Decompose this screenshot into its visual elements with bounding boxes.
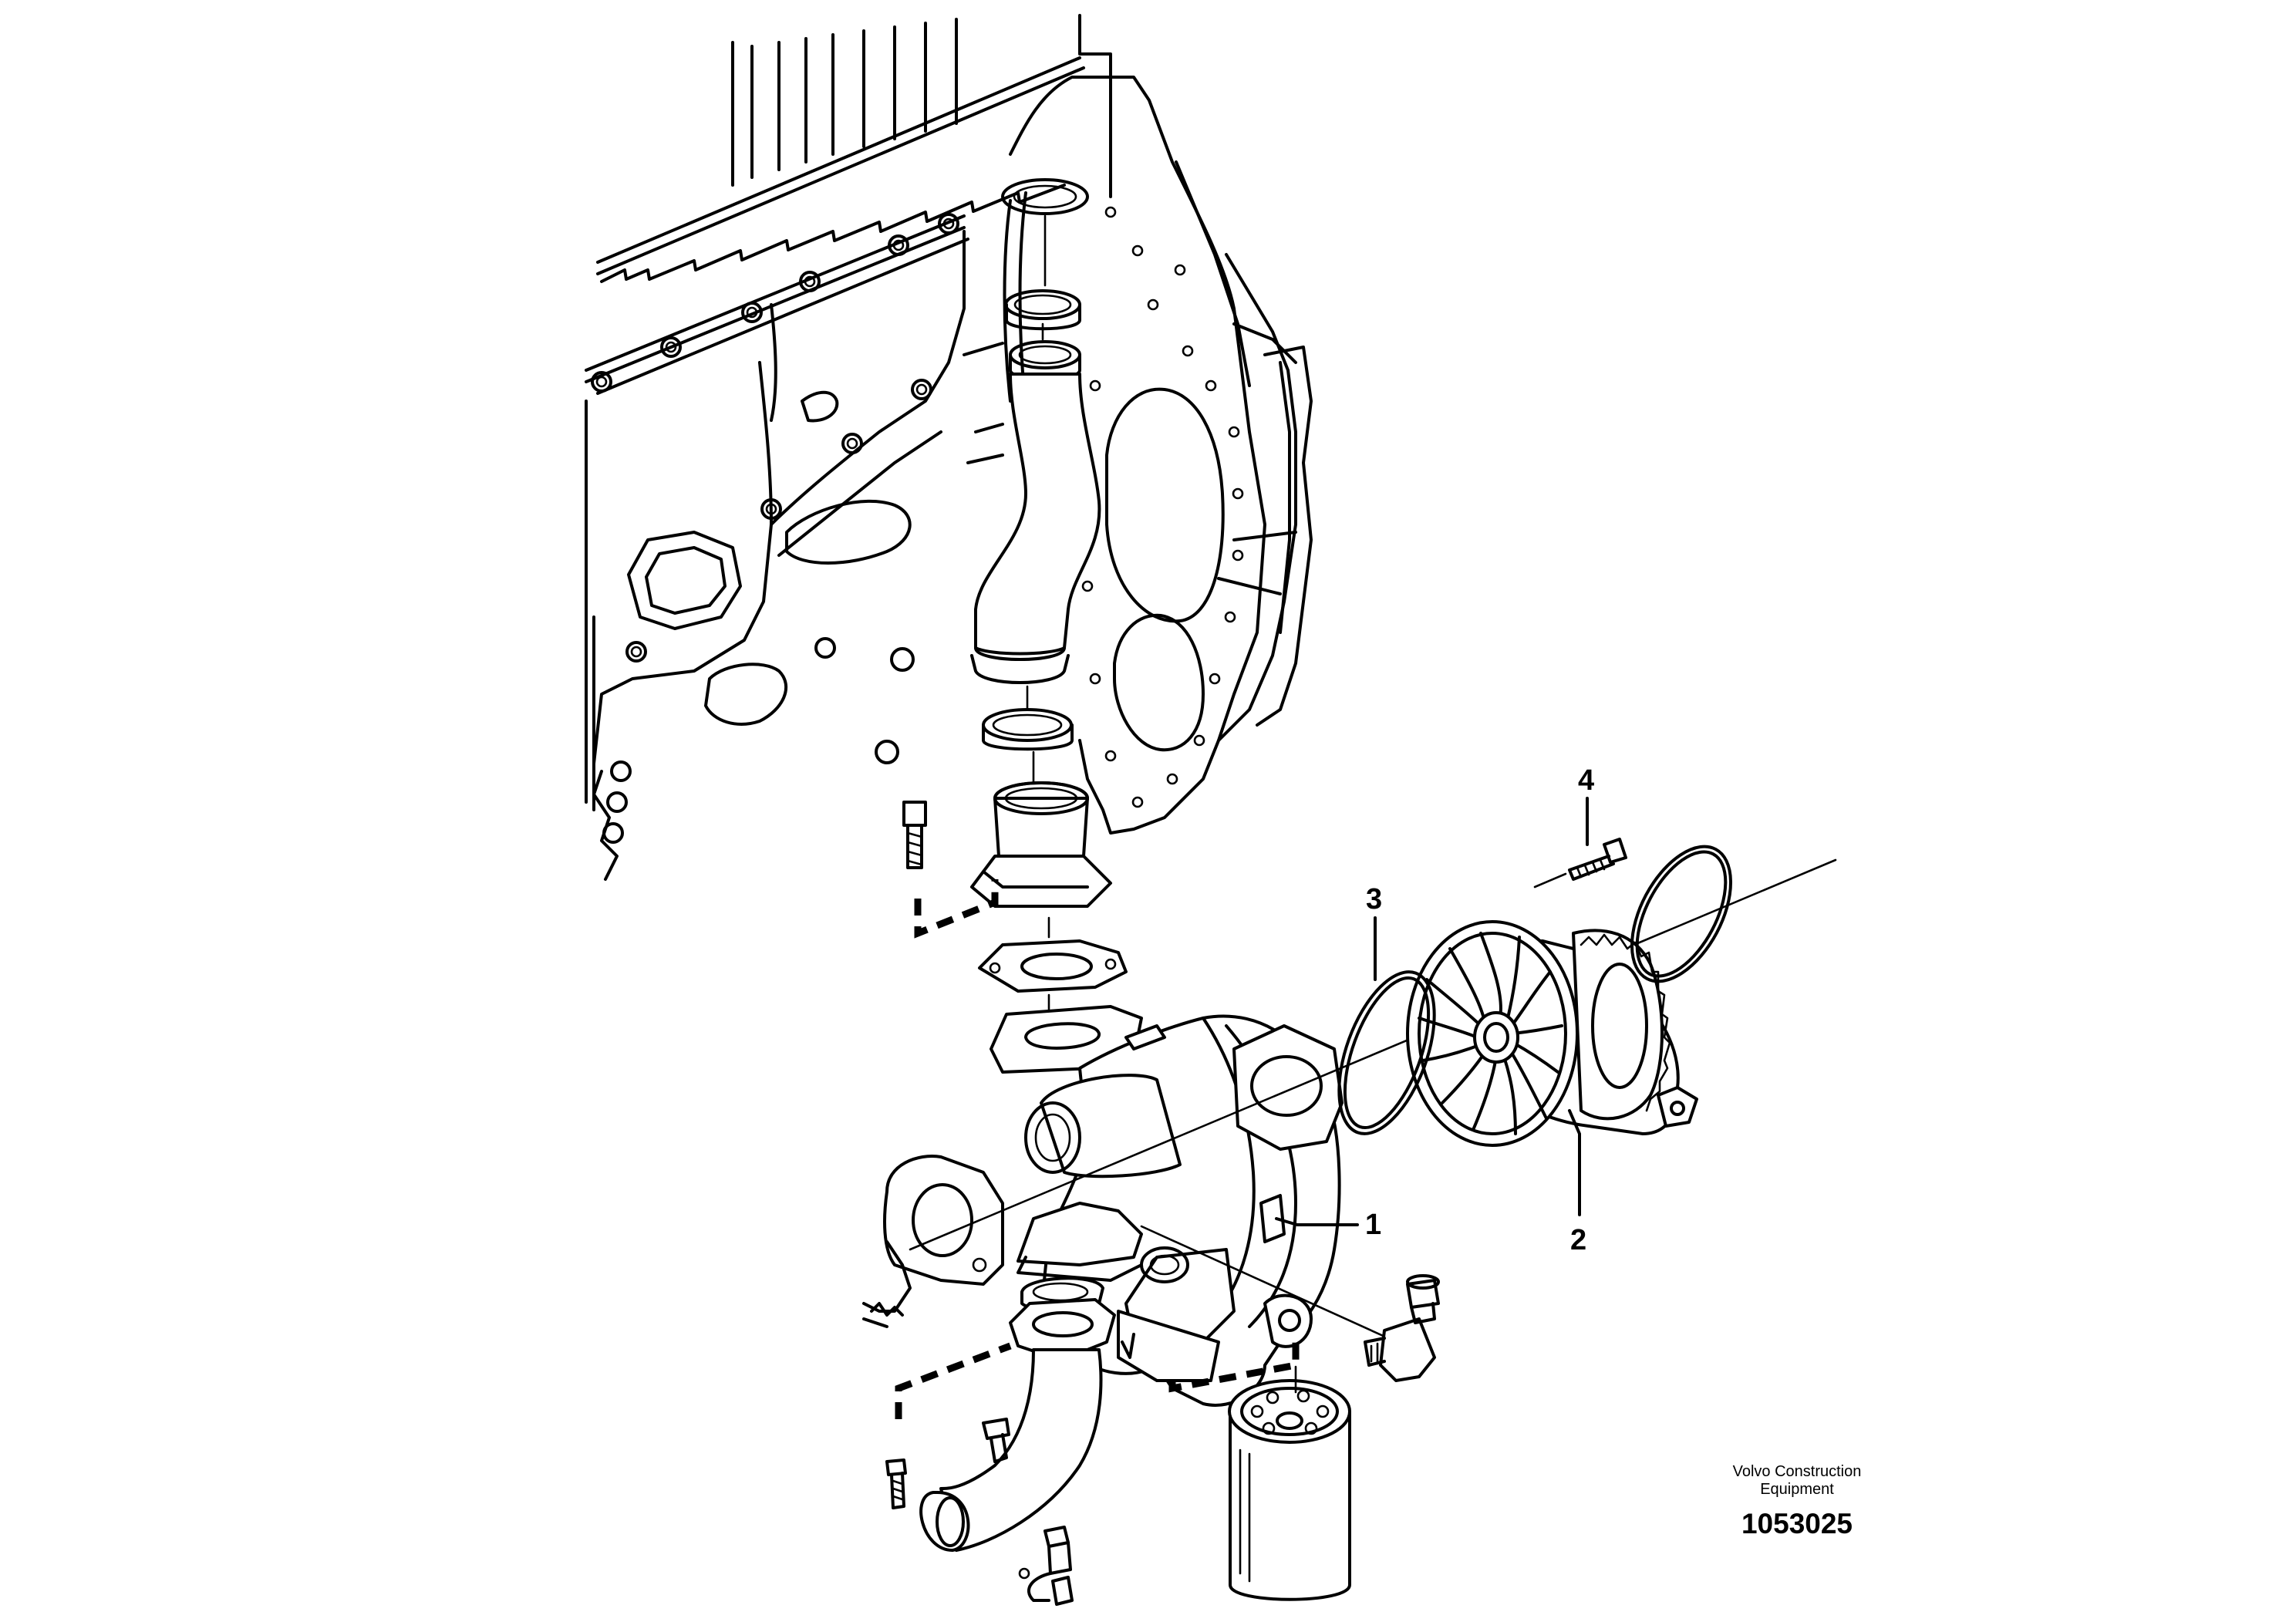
pipe-bolt xyxy=(902,801,999,939)
housing-bolt-holes xyxy=(1081,206,1244,808)
flange-gaskets xyxy=(978,916,1128,1012)
lower-elbow-pipe xyxy=(919,1298,1116,1606)
illustration-number: 1053025 xyxy=(1741,1508,1853,1539)
elbow-bolt xyxy=(885,1342,1012,1509)
callout-3: 3 xyxy=(1366,883,1382,981)
callout-2-leader xyxy=(1568,1109,1581,1216)
block-bolt-holes xyxy=(591,213,959,844)
callout-2: 2 xyxy=(1568,1109,1586,1256)
callout-2-label: 2 xyxy=(1570,1224,1586,1256)
engine-block xyxy=(585,14,1112,881)
filter-placement-dashline xyxy=(1168,1342,1300,1393)
publisher-caption: Volvo Construction Equipment xyxy=(1674,1463,1920,1499)
o-ring-seal xyxy=(1337,970,1436,1135)
publisher-line-1: Volvo Construction xyxy=(1732,1463,1862,1480)
callout-4-label: 4 xyxy=(1578,764,1594,797)
mounting-screw xyxy=(1533,838,1627,889)
drain-cock xyxy=(1364,1274,1440,1382)
publisher-line-2: Equipment xyxy=(1760,1481,1834,1498)
drain-axis-line xyxy=(1140,1225,1390,1340)
timing-gear-housing xyxy=(1009,76,1313,835)
callout-3-label: 3 xyxy=(1366,883,1382,916)
water-pump-impeller xyxy=(1406,920,1698,1147)
callout-1-leader xyxy=(1275,1217,1359,1226)
left-inlet-flange xyxy=(862,1155,1004,1328)
upper-coolant-pipe-assembly xyxy=(970,178,1112,908)
o-ring-outer xyxy=(1630,845,1733,983)
pump-axis-line xyxy=(909,858,1837,1251)
coolant-filter xyxy=(1228,1365,1351,1601)
callout-4: 4 xyxy=(1578,764,1594,846)
callout-1-label: 1 xyxy=(1365,1209,1381,1241)
callout-1: 1 xyxy=(1275,1209,1381,1241)
